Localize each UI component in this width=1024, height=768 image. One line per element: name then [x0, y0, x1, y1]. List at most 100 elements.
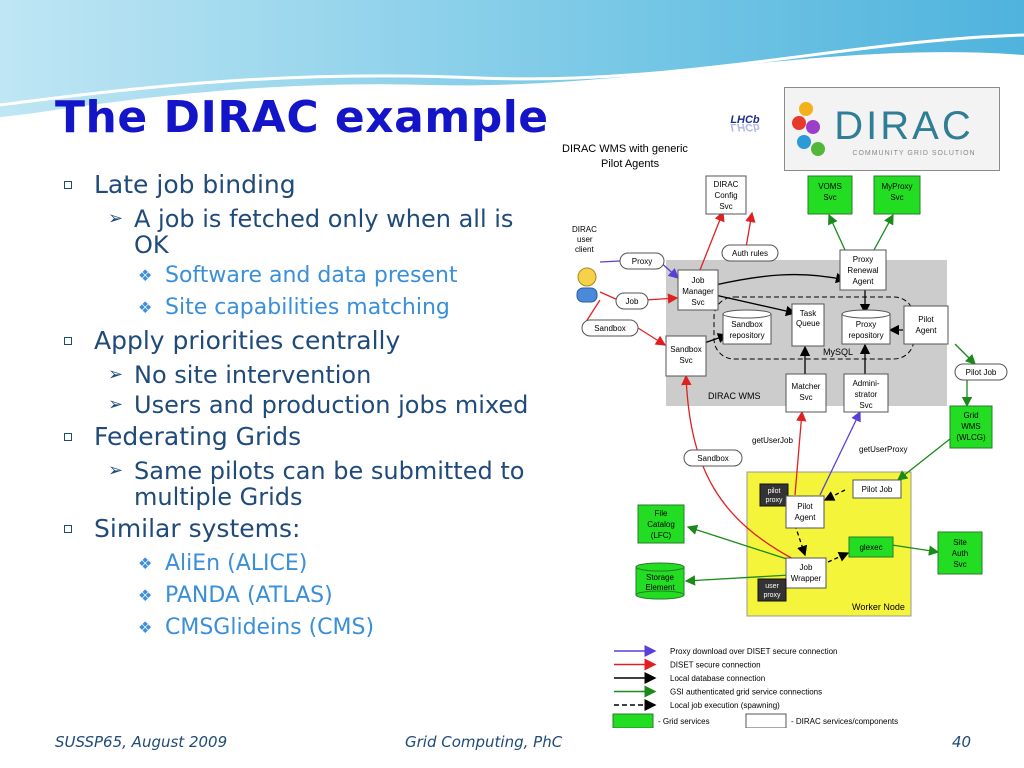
svg-text:DIRAC: DIRAC — [834, 104, 973, 148]
svg-text:File: File — [655, 509, 668, 518]
svg-text:Matcher: Matcher — [792, 382, 821, 391]
proxy-repository-db: Proxy repository — [841, 309, 891, 345]
svg-text:MyProxy: MyProxy — [881, 182, 912, 191]
svg-text:Proxy: Proxy — [632, 257, 652, 266]
svg-text:Svc: Svc — [823, 193, 836, 202]
pilot-proxy-box: pilot proxy — [759, 483, 789, 507]
svg-text:Pilot: Pilot — [797, 502, 813, 511]
bullet-marker-icon: ❖ — [138, 554, 153, 573]
bullet-text: Federating Grids — [94, 422, 302, 451]
svg-text:Element: Element — [645, 583, 675, 592]
legend-label: Local database connection — [670, 674, 765, 683]
svg-text:(WLCG): (WLCG) — [956, 433, 986, 442]
bullet-text: PANDA (ATLAS) — [165, 583, 333, 608]
header-wave-decoration — [0, 0, 1024, 119]
svg-text:LHCb: LHCb — [730, 114, 760, 126]
svg-text:user: user — [765, 583, 779, 590]
auth-rules-pill: Auth rules — [721, 244, 779, 262]
svg-text:pilot: pilot — [768, 488, 781, 495]
bullet-level-1: Apply priorities centrally — [60, 326, 540, 356]
user-proxy-box: user proxy — [757, 578, 787, 602]
sandbox-bottom-pill: Sandbox — [683, 449, 743, 467]
svg-text:DIRAC: DIRAC — [714, 180, 739, 189]
bullet-text: Late job binding — [94, 170, 296, 199]
dirac-wms-label: DIRAC WMS — [708, 391, 761, 401]
diagram-subtitle: Pilot Agents — [601, 158, 660, 170]
svg-text:Sandbox: Sandbox — [594, 324, 626, 333]
pilot-job-top-pill: Pilot Job — [954, 363, 1008, 381]
svg-text:Job: Job — [692, 276, 705, 285]
bullet-list: Late job binding ➢A job is fetched only w… — [60, 170, 540, 646]
bullet-level-2: ➢A job is fetched only when all is OK — [60, 206, 540, 258]
bullet-text: Site capabilities matching — [165, 295, 450, 320]
bullet-level-3: ❖ PANDA (ATLAS) — [60, 582, 540, 610]
bullet-marker-icon: ❖ — [138, 266, 153, 285]
svg-text:Svc: Svc — [799, 393, 812, 402]
job-input-pill: Job — [615, 292, 649, 310]
svg-text:repository: repository — [848, 331, 883, 340]
job-manager-svc-box: Job Manager Svc — [677, 269, 719, 311]
svg-text:- DIRAC services/components: - DIRAC services/components — [791, 717, 898, 726]
proxy-input-pill: Proxy — [619, 252, 665, 270]
bullet-level-1: Federating Grids — [60, 422, 540, 452]
file-catalog-box: File Catalog (LFC) — [637, 504, 685, 544]
svg-text:Agent: Agent — [853, 277, 875, 286]
pilot-agent-wn-box: Pilot Agent — [785, 495, 825, 529]
svg-text:Manager: Manager — [682, 287, 714, 296]
worker-node-label: Worker Node — [852, 602, 905, 612]
bullet-marker-icon: ➢ — [108, 364, 124, 385]
dirac-architecture-diagram: DIRAC WMS with generic Pilot Agents DIRA… — [562, 143, 1008, 728]
bullet-text: AliEn (ALICE) — [165, 551, 308, 576]
legend-grid-swatch: - Grid services — [612, 713, 710, 728]
svg-text:Renewal: Renewal — [847, 266, 878, 275]
svg-text:Pilot Job: Pilot Job — [966, 368, 997, 377]
bullet-marker-icon: ❖ — [138, 586, 153, 605]
bullet-text: No site intervention — [134, 361, 372, 389]
svg-text:Admini-: Admini- — [852, 379, 879, 388]
job-wrapper-box: Job Wrapper — [785, 557, 827, 589]
diagram-legend: Proxy download over DISET secure connect… — [614, 645, 838, 711]
legend-label: DISET secure connection — [670, 661, 761, 670]
legend-row: Local database connection — [614, 672, 765, 684]
svg-text:Svc: Svc — [890, 193, 903, 202]
svg-text:Catalog: Catalog — [647, 520, 675, 529]
svg-text:strator: strator — [855, 390, 878, 399]
voms-svc-box: VOMS Svc — [807, 175, 853, 215]
svg-text:Sandbox: Sandbox — [670, 345, 702, 354]
bullet-text: Similar systems: — [94, 514, 301, 543]
svg-text:Sandbox: Sandbox — [697, 454, 729, 463]
svg-text:proxy: proxy — [763, 592, 781, 599]
svg-text:COMMUNITY GRID SOLUTION: COMMUNITY GRID SOLUTION — [852, 150, 975, 157]
bullet-text: Users and production jobs mixed — [134, 391, 529, 419]
svg-text:Grid: Grid — [963, 411, 978, 420]
user-client-label: DIRAC — [572, 225, 597, 234]
svg-text:repository: repository — [729, 331, 764, 340]
svg-text:Task: Task — [800, 309, 817, 318]
svg-text:WMS: WMS — [961, 422, 981, 431]
svg-text:Wrapper: Wrapper — [791, 574, 822, 583]
svg-text:glexec: glexec — [859, 543, 882, 552]
svg-text:(LFC): (LFC) — [651, 531, 672, 540]
svg-text:Job: Job — [626, 297, 639, 306]
svg-text:client: client — [575, 245, 594, 254]
svg-text:Svc: Svc — [679, 356, 692, 365]
task-queue-box: Task Queue — [791, 303, 825, 347]
svg-text:user: user — [577, 235, 593, 244]
bullet-level-3: ❖Site capabilities matching — [60, 294, 540, 322]
svg-text:Config: Config — [714, 191, 737, 200]
svg-text:proxy: proxy — [765, 497, 783, 504]
bullet-text: Apply priorities centrally — [94, 326, 401, 355]
svg-text:Svc: Svc — [691, 298, 704, 307]
bullet-marker-icon: ❖ — [138, 618, 153, 637]
bullet-marker-icon: ➢ — [108, 208, 124, 229]
footer-center: Grid Computing, PhC — [405, 733, 563, 751]
storage-element-db: Storage Element — [635, 562, 685, 600]
grid-wms-box: Grid WMS (WLCG) — [949, 405, 993, 449]
svg-text:Proxy: Proxy — [856, 320, 876, 329]
get-user-job-label: getUserJob — [752, 436, 793, 445]
svg-text:Sandbox: Sandbox — [731, 320, 763, 329]
bullet-marker-icon — [64, 525, 72, 533]
legend-label: Local job execution (spawning) — [670, 701, 780, 710]
svg-text:Auth rules: Auth rules — [732, 249, 768, 258]
svg-text:Agent: Agent — [795, 513, 817, 522]
